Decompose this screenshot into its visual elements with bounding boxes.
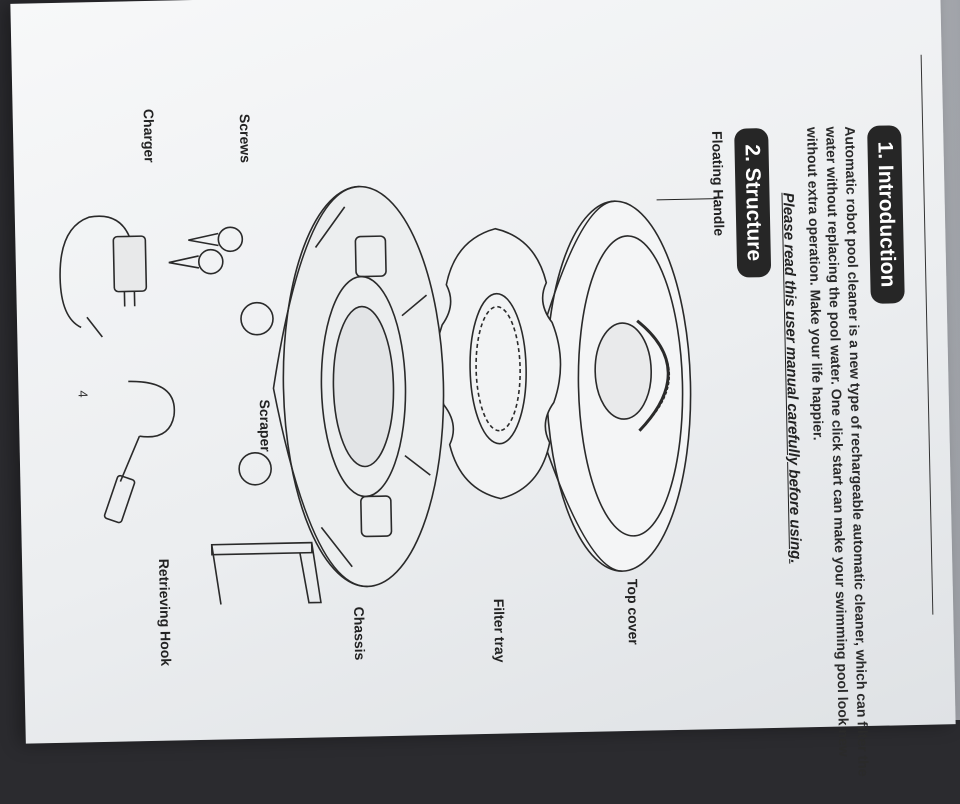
label-top-cover: Top cover	[625, 579, 642, 645]
charger-drawing	[59, 215, 148, 338]
retrieving-hook-drawing	[101, 380, 177, 523]
chassis-drawing	[233, 185, 447, 589]
label-chassis: Chassis	[351, 606, 368, 660]
page-content: 1. Introduction Automatic robot pool cle…	[41, 0, 956, 733]
label-charger: Charger	[141, 109, 158, 163]
label-retrieving-hook: Retrieving Hook	[156, 559, 174, 667]
filter-tray-drawing	[433, 227, 564, 500]
label-filter-tray: Filter tray	[491, 599, 508, 663]
label-floating-handle: Floating Handle	[709, 131, 727, 236]
manual-page: 1. Introduction Automatic robot pool cle…	[10, 0, 955, 744]
page-number: 4	[75, 390, 90, 398]
label-scraper: Scraper	[257, 399, 274, 451]
label-screws: Screws	[237, 114, 254, 163]
screws-drawing	[168, 227, 243, 275]
scraper-drawing	[212, 542, 321, 604]
